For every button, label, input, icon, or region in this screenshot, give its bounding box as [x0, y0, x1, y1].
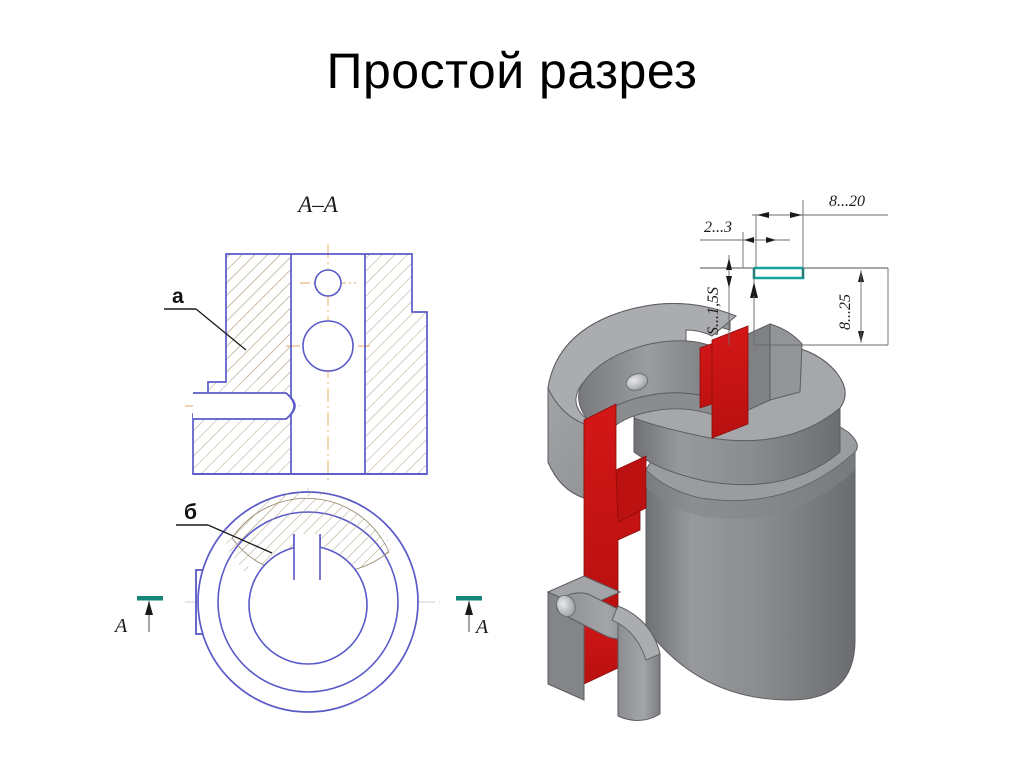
- dim-label-top: 8...20: [829, 193, 865, 210]
- dim-groove-pointer-icon: [750, 282, 758, 298]
- dim-label-vertical-right: 8...25: [837, 294, 854, 330]
- dim-groove-highlight: [752, 268, 805, 280]
- dim-arrows-vertical-left: [726, 258, 732, 288]
- section-large-hole: [302, 320, 354, 372]
- section-pin-bore: [193, 392, 295, 420]
- model-pin-hole-icon: [556, 594, 576, 618]
- plan-callout-b: б: [176, 501, 273, 554]
- model-cut-face-right: [711, 325, 749, 439]
- plan-keyway-fill: [294, 534, 320, 582]
- model-cylinder-shade: [646, 452, 855, 519]
- section-marker-left-label: A: [113, 615, 128, 637]
- dim-label-vertical-left: S...1,5S: [705, 287, 722, 335]
- model-small-hole: [625, 373, 649, 391]
- plan-keyway-walls: [293, 534, 321, 580]
- section-callout-a-label: а: [172, 285, 184, 308]
- section-marker-left-bar: [137, 596, 163, 601]
- groove-dimension-diagram: 8...20 2...3 S...1,5S: [700, 193, 889, 346]
- dim-label-left: 2...3: [704, 219, 732, 236]
- section-marker-right: A: [456, 596, 489, 638]
- section-marker-left: A: [113, 596, 163, 637]
- section-arrow-left-icon: [145, 601, 153, 615]
- section-callout-a: а: [164, 285, 247, 351]
- dim-arrows-left: [744, 237, 776, 243]
- model-cut-face-step: [615, 455, 647, 523]
- section-arrow-right-icon: [465, 601, 473, 615]
- section-hatched-left: [193, 254, 291, 474]
- plan-view: б A A: [113, 488, 489, 713]
- isometric-cutaway-model: [546, 303, 858, 721]
- section-small-hole: [314, 269, 342, 297]
- plan-callout-b-label: б: [184, 501, 197, 524]
- dim-groove-walls: [753, 268, 804, 278]
- model-keyway-outer: [769, 323, 803, 401]
- model-front-boss-top: [611, 605, 661, 661]
- section-marker-right-label: A: [474, 616, 489, 638]
- dim-arrows-top: [757, 212, 802, 218]
- page-title: Простой разрез: [326, 43, 698, 99]
- section-view-a-a: A–A: [164, 192, 428, 484]
- section-pin-bore-edges: [193, 392, 296, 420]
- section-view-title: A–A: [296, 192, 339, 217]
- section-hatched-right: [365, 254, 427, 474]
- section-outline: [192, 253, 428, 475]
- section-marker-right-bar: [456, 596, 482, 601]
